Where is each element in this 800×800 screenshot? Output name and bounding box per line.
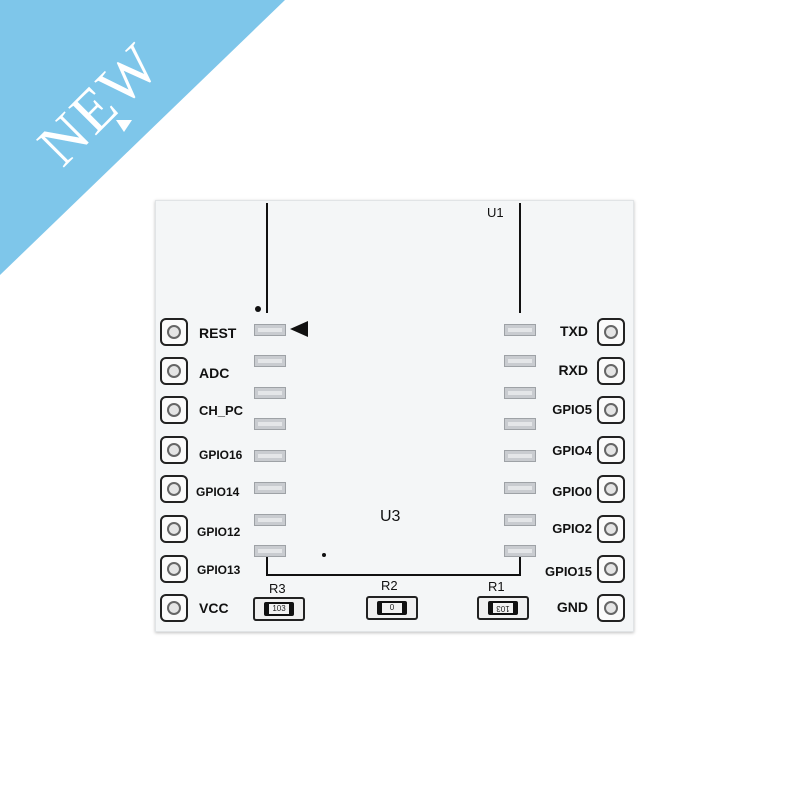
header-hole-right-2 <box>597 357 625 385</box>
header-hole-left-7 <box>160 555 188 583</box>
resistor-r2: 0 <box>366 596 418 620</box>
header-hole-right-8 <box>597 594 625 622</box>
resistor-code: 0 <box>382 603 402 613</box>
header-hole-right-3 <box>597 396 625 424</box>
resistor-code: 103 <box>269 604 289 614</box>
resistor-r3: 103 <box>253 597 305 621</box>
pin-label-right: GPIO5 <box>552 402 592 417</box>
pin-label-left: GPIO14 <box>196 485 240 499</box>
u3-label: U3 <box>380 508 401 525</box>
smd-pad-left <box>254 514 286 526</box>
header-hole-right-1 <box>597 318 625 346</box>
orientation-dot <box>322 553 326 557</box>
header-hole-right-4 <box>597 436 625 464</box>
resistor-label: R2 <box>381 578 398 593</box>
pin-label-left: GPIO16 <box>199 448 243 462</box>
smd-pad-right <box>504 514 536 526</box>
pin-label-left: GPIO12 <box>197 525 241 539</box>
header-hole-left-5 <box>160 475 188 503</box>
module-outline-left <box>266 203 268 313</box>
pin1-arrow-icon <box>290 321 308 337</box>
pin-label-left: GPIO13 <box>197 563 241 577</box>
header-hole-left-1 <box>160 318 188 346</box>
smd-pad-right <box>504 324 536 336</box>
smd-pad-right <box>504 450 536 462</box>
header-hole-left-4 <box>160 436 188 464</box>
smd-pad-left <box>254 450 286 462</box>
resistor-label: R1 <box>488 579 505 594</box>
pcb-adapter-board <box>155 200 634 632</box>
header-hole-left-2 <box>160 357 188 385</box>
header-hole-left-8 <box>160 594 188 622</box>
pin-label-right: GPIO2 <box>552 521 592 536</box>
pin-label-right: GPIO15 <box>545 564 592 579</box>
u3-outline-right <box>519 548 521 576</box>
header-hole-right-5 <box>597 475 625 503</box>
resistor-r1: 103 <box>477 596 529 620</box>
module-outline-right <box>519 203 521 313</box>
smd-pad-right <box>504 545 536 557</box>
header-hole-left-3 <box>160 396 188 424</box>
resistor-code: 103 <box>493 603 513 613</box>
header-hole-right-7 <box>597 555 625 583</box>
header-hole-right-6 <box>597 515 625 543</box>
u1-label: U1 <box>487 205 504 220</box>
banner-triangle <box>0 0 285 275</box>
banner-down-arrow-icon <box>116 120 132 132</box>
pin-label-left: CH_PC <box>199 403 244 418</box>
pin-label-left: REST <box>199 325 237 341</box>
smd-pad-left <box>254 355 286 367</box>
u3-outline-bottom <box>266 574 521 576</box>
header-hole-left-6 <box>160 515 188 543</box>
smd-pad-right <box>504 418 536 430</box>
pin-label-left: ADC <box>199 365 230 381</box>
smd-pad-left <box>254 387 286 399</box>
smd-pad-left <box>254 482 286 494</box>
pin-label-right: GPIO4 <box>552 443 592 458</box>
pin-label-right: GPIO0 <box>552 484 592 499</box>
smd-pad-right <box>504 387 536 399</box>
pin-label-right: RXD <box>558 362 588 378</box>
pin-label-right: GND <box>556 599 588 615</box>
smd-pad-left <box>254 324 286 336</box>
smd-pad-right <box>504 482 536 494</box>
smd-pad-left <box>254 545 286 557</box>
pin-label-left: VCC <box>199 600 229 616</box>
smd-pad-right <box>504 355 536 367</box>
smd-pad-left <box>254 418 286 430</box>
resistor-label: R3 <box>269 581 286 596</box>
pin-label-right: TXD <box>560 323 588 339</box>
pin1-dot <box>255 306 261 312</box>
u3-outline-left <box>266 548 268 576</box>
